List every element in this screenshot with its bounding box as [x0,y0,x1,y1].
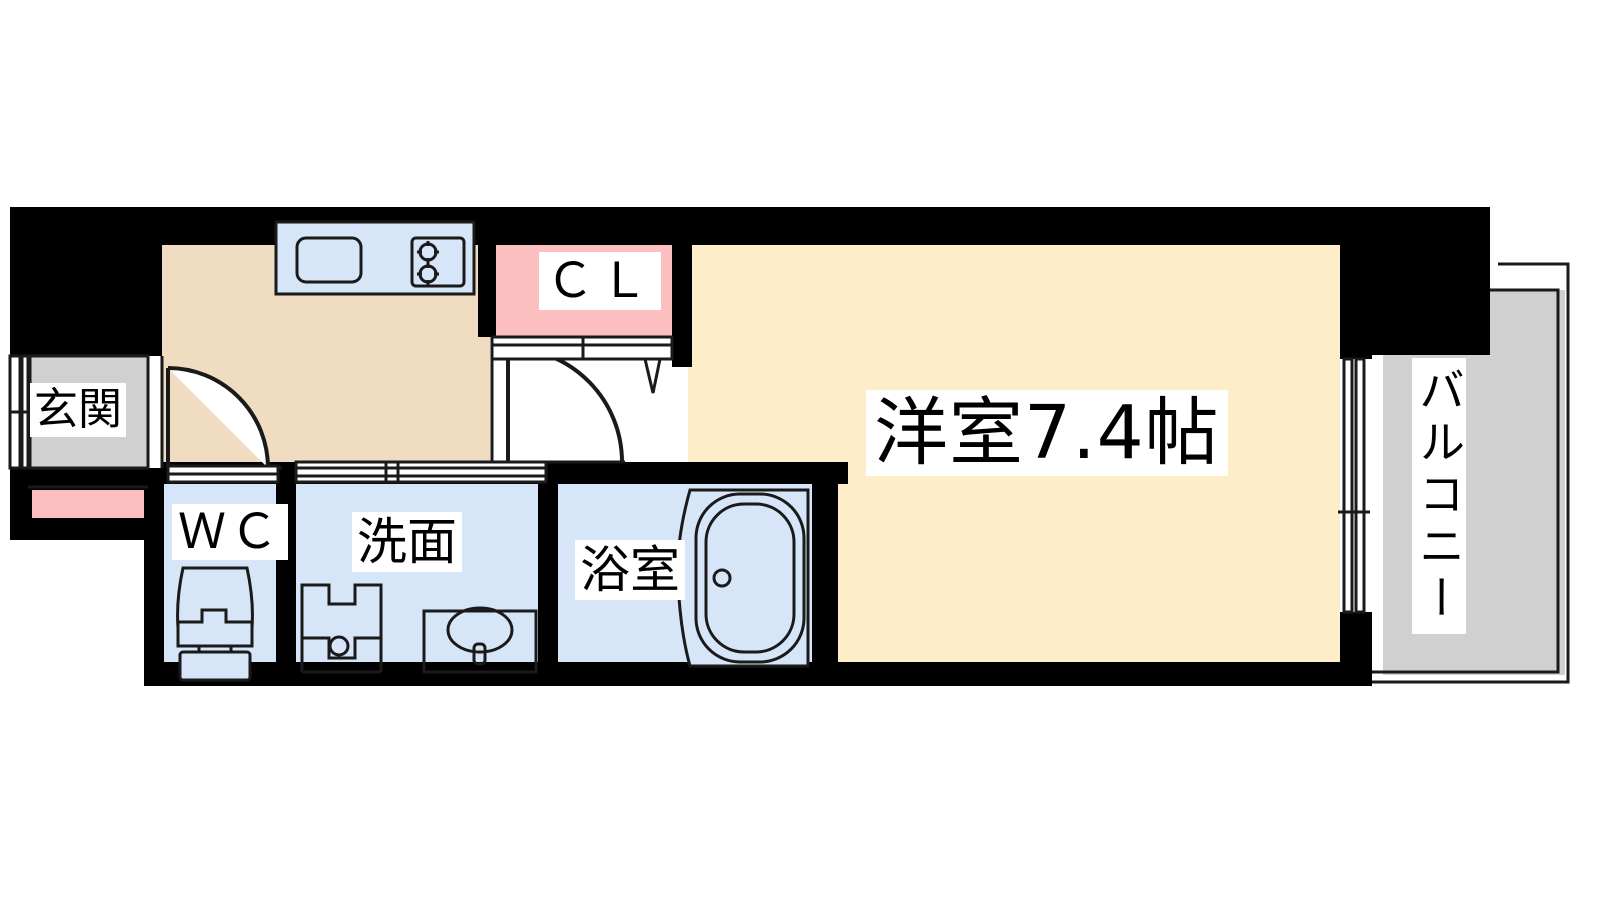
wall-bottom-left-stub [10,518,160,540]
wall-bath-room-divider [812,462,838,676]
wall-left-entrance-jamb [10,468,160,490]
room-door[interactable] [490,343,625,465]
room-label-genkan: 玄関 [30,383,126,437]
room-label-balcony: バルコニー [1412,358,1466,634]
wall-wc-left [144,478,164,676]
wall-cl-right [672,207,692,367]
wc-door[interactable] [166,464,280,484]
openings-linework [8,335,1370,614]
fixtures [176,220,810,682]
wall-upper-left-block [10,207,160,357]
washbasin [422,606,538,674]
kitchen-counter [274,220,476,296]
room-label-cl: ＣＬ [539,252,662,310]
closet-doors[interactable] [490,335,674,394]
room-label-senmen: 洗面 [352,512,462,572]
walls [10,207,1490,686]
balcony-outline [1352,262,1570,684]
senmen-door[interactable] [294,460,548,484]
wall-kitchen-cl-divider [478,207,496,337]
room-label-washitsu: 洋室7.4帖 [866,390,1228,476]
kitchen-stove [410,236,466,288]
room-label-yokushitsu: 浴室 [575,540,685,600]
toilet [176,566,254,682]
wall-right-door-jamb-bottom [1340,612,1372,686]
balcony-window[interactable] [1338,357,1370,614]
room-label-wc: ＷＣ [172,504,289,560]
wall-top [10,207,1490,245]
washing-machine-pan [300,583,383,674]
kitchen-sink [295,236,363,284]
kitchen-stove-burners [417,241,439,285]
bathtub-drain [712,568,732,588]
bathtub [676,488,810,668]
entrance-frame [26,354,150,470]
wall-right-door-jamb-top [1340,207,1372,359]
wall-room-bottom [812,662,1372,686]
drain-hole [328,635,350,657]
wall-senmen-bath-divider [538,478,558,676]
